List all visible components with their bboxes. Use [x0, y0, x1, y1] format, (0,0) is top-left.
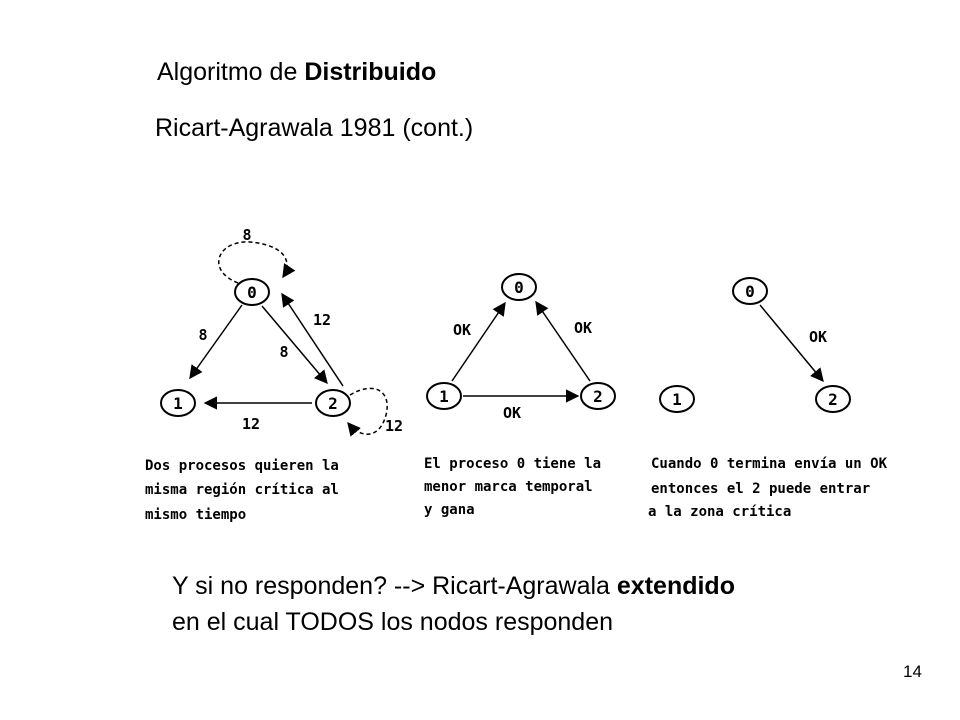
page-number: 14 — [903, 662, 922, 681]
p3-node-2-label: 2 — [828, 390, 838, 409]
footer-line1: Y si no responden? --> Ricart-Agrawala e… — [172, 568, 735, 604]
p3-node-1 — [659, 385, 695, 413]
p2-label-e12: OK — [503, 404, 521, 422]
p1-self-loop-2 — [347, 387, 388, 437]
p1-label-self2: 12 — [385, 417, 403, 435]
p1-node-1 — [160, 389, 196, 417]
p1-node-2 — [315, 389, 351, 417]
p3-node-1-label: 1 — [672, 390, 682, 409]
p3-node-2 — [815, 385, 851, 413]
p1-edge-0-1 — [189, 304, 243, 380]
panel-3: 0 1 2 OK Cuando 0 termina envía un OK en… — [648, 277, 888, 520]
p2-node-0 — [501, 273, 537, 301]
footer-bold: extendido — [616, 572, 735, 600]
footer-line2: en el cual TODOS los nodos responden — [172, 608, 614, 636]
p1-label-e21: 12 — [242, 415, 260, 433]
p3-edge-0-2 — [759, 304, 824, 383]
p1-label-e02: 8 — [279, 343, 288, 361]
p2-edge-2-0 — [535, 300, 591, 382]
p1-label-e01: 8 — [198, 326, 207, 344]
footer-prefix: Y si no responden? --> Ricart-Agrawala — [172, 572, 610, 600]
p2-label-e20: OK — [574, 319, 592, 337]
slide-title-line1: Algoritmo de Distribuido — [157, 58, 436, 87]
p2-node-1-label: 1 — [439, 387, 449, 406]
p2-node-1 — [426, 382, 462, 410]
p1-edge-2-0 — [281, 292, 344, 387]
p2-caption-line3: y gana — [424, 502, 475, 518]
p2-node-2 — [580, 382, 616, 410]
p2-node-0-label: 0 — [514, 278, 524, 297]
p1-node-0 — [234, 278, 270, 306]
p1-edge-0-2 — [261, 305, 328, 385]
p2-label-e10: OK — [453, 321, 471, 339]
panel-1: 0 1 2 8 8 8 12 12 12 Dos procesos quiere… — [145, 226, 403, 523]
p1-caption-line2: misma región crítica al — [145, 482, 339, 498]
p1-label-self0: 8 — [242, 226, 251, 244]
p2-node-2-label: 2 — [593, 387, 603, 406]
p3-node-0-label: 0 — [745, 282, 755, 301]
title-bold: Distribuido — [304, 58, 437, 86]
panel-2: 0 1 2 OK OK OK El proceso 0 tiene la men… — [424, 273, 616, 518]
p2-caption-line2: menor marca temporal — [424, 479, 593, 495]
slide-title-line2: Ricart-Agrawala 1981 (cont.) — [155, 114, 474, 142]
p1-node-0-label: 0 — [247, 283, 257, 302]
p3-caption-line1: Cuando 0 termina envía un OK — [651, 456, 888, 472]
p1-node-2-label: 2 — [328, 394, 338, 413]
p1-caption-line1: Dos procesos quieren la — [145, 458, 339, 474]
p3-caption-line2: entonces el 2 puede entrar — [651, 481, 870, 497]
p1-caption-line3: mismo tiempo — [145, 507, 246, 523]
p2-edge-1-0 — [451, 301, 506, 382]
title-prefix: Algoritmo de — [157, 58, 298, 86]
p2-caption-line1: El proceso 0 tiene la — [424, 456, 601, 472]
p1-node-1-label: 1 — [173, 394, 183, 413]
p1-self-loop-0 — [218, 241, 296, 284]
p3-caption-line3: a la zona crítica — [648, 504, 791, 520]
footer-text: Y si no responden? --> Ricart-Agrawala e… — [172, 568, 735, 640]
p3-node-0 — [732, 277, 768, 305]
p1-label-e20: 12 — [313, 311, 331, 329]
p3-label-e02: OK — [809, 328, 827, 346]
